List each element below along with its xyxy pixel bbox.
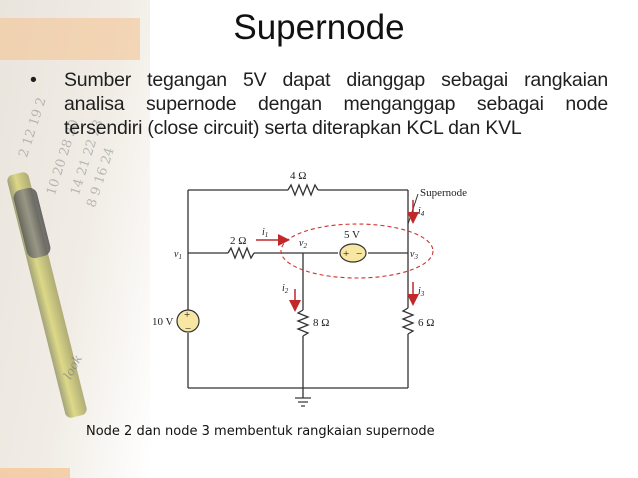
resistor-8ohm [296,309,310,337]
label-10v: 10 V [152,316,174,328]
source-plus-sign: + [184,309,190,321]
voltage-source-10v [176,309,200,333]
accent-block-bottom [0,468,70,478]
resistor-4ohm [287,183,319,197]
source-minus-sign: − [356,248,362,260]
diagram-caption: Node 2 dan node 3 membentuk rangkaian su… [86,424,435,439]
label-i4: i4 [418,206,425,218]
slide-title: Supernode [233,8,405,47]
accent-block [0,18,140,60]
label-5v: 5 V [344,229,360,241]
source-minus-sign: − [185,323,191,335]
label-i2: i2 [282,283,289,295]
label-v2: v2 [299,238,307,250]
label-i3: i3 [418,286,425,298]
bullet-text: Sumber tegangan 5V dapat dianggap sebaga… [64,69,608,139]
source-plus-sign: + [343,248,349,260]
bullet-item: • Sumber tegangan 5V dapat dianggap seba… [30,68,608,140]
label-supernode: Supernode [420,187,467,199]
supernode-boundary [280,223,434,279]
label-8ohm: 8 Ω [313,317,329,329]
label-v3: v3 [410,249,418,261]
bullet-symbol: • [30,69,37,91]
resistor-2ohm [227,246,255,260]
label-v1: v1 [174,249,182,261]
ground-symbol [295,397,311,407]
label-i1: i1 [262,227,268,239]
voltage-source-5v [339,243,367,263]
circuit-wires [187,189,409,398]
label-4ohm: 4 Ω [290,170,306,182]
resistor-6ohm [401,307,415,335]
label-2ohm: 2 Ω [230,235,246,247]
label-6ohm: 6 Ω [418,317,434,329]
